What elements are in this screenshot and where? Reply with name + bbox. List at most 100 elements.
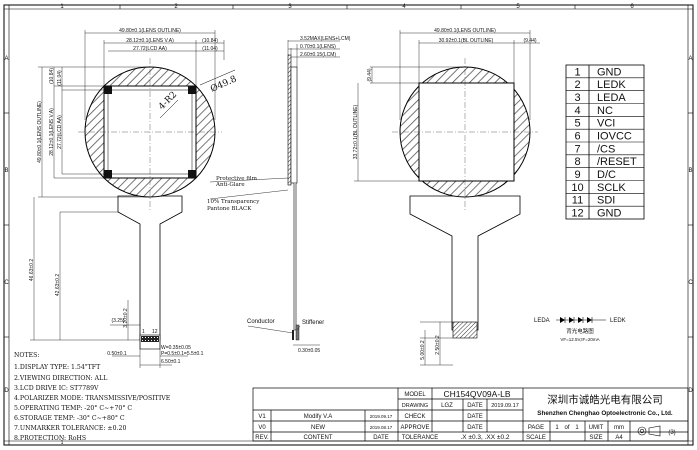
dim-fpc-width: 3.20±0.2 [123, 308, 129, 328]
row-label: B [4, 168, 8, 174]
corner-mark [188, 170, 196, 178]
side-view: 3.52MAX(LENS+LCM) 0.70±0.1(LENS) 2.60±0.… [207, 36, 351, 354]
dim-lens-va-height: 28.12±0.1(LENS V.A) [49, 108, 55, 156]
drawing-date: 2019.09.17 [491, 403, 519, 409]
tolerance-value: .X ±0.3, .XX ±0.2 [460, 434, 509, 441]
note-item: 8.PROTECTION: RoHS [14, 435, 86, 442]
row-label: D [688, 388, 693, 394]
dim-back-right-gap: (9.44) [523, 38, 536, 44]
dim-lcd-aa-height: 27.72(LCD AA) [57, 115, 63, 149]
drawing-label: DRAWING [402, 403, 428, 409]
label-transparency: 10% Transparency [207, 199, 260, 205]
side-lens [287, 54, 292, 186]
pin-signal-name: SCLK [597, 182, 626, 194]
pin-number: 7 [574, 143, 580, 155]
dim-lcd-aa-gap: (11.04) [202, 46, 218, 52]
back-view: 49.80±0.1(LENS OUTLINE) 30.92±0.1(BL OUT… [353, 28, 540, 366]
rev-row-2-date: 2019.08.17 [370, 425, 393, 430]
dim-bl-outline-height: 33.72±0.1(BL OUTLINE) [353, 104, 359, 159]
label-stiffener: Stiffener [302, 320, 324, 326]
note-item: 7.UNMARKER TOLERANCE: ±0.20 [14, 425, 126, 432]
side-conductor [292, 330, 294, 340]
col-label: 4 [402, 4, 406, 10]
pin-number: 6 [574, 131, 580, 143]
size-value: A4 [615, 435, 623, 441]
row-label: C [688, 280, 693, 286]
note-item: 2.VIEWING DIRECTION: ALL [14, 375, 107, 382]
side-stiffener [295, 324, 300, 341]
back-fpc-tail [409, 195, 521, 331]
dim-tail-a: 5.00±0.2 [420, 340, 426, 360]
pin-signal-name: GND [597, 208, 622, 220]
model-label: MODEL [404, 392, 426, 398]
approve-date-label: DATE [467, 425, 483, 431]
pin-number: 3 [574, 92, 580, 104]
dim-tail-b: 2.50±0.2 [435, 335, 441, 355]
page-value: 1 [555, 425, 559, 431]
dim-back-lens-outline-width: 49.80±0.1(LENS OUTLINE) [434, 28, 496, 34]
row-label: C [4, 280, 9, 286]
dim-fpc-thickness: 0.30±0.05 [298, 348, 320, 354]
page-total: 1 [575, 425, 579, 431]
pin-signal-name: IOVCC [597, 131, 632, 143]
notes-title: NOTES: [14, 352, 39, 359]
rev-row-2-rev: V0 [258, 425, 266, 431]
pin-signal-name: LEDA [597, 92, 626, 104]
size-label: SIZE [589, 435, 602, 441]
row-label: A [688, 56, 692, 62]
dim-lens-va-gap: (10.84) [202, 38, 218, 44]
col-label: 1 [61, 440, 64, 446]
approve-label: APPROVE [400, 425, 429, 431]
dim-pad-pitch: P=0.5±0.1=5.5±0.1 [161, 351, 204, 357]
backlight-ledk: LEDK [610, 318, 626, 324]
pin-signal-name: GND [597, 66, 622, 78]
pin-number: 10 [571, 182, 583, 194]
dim-pin-width: 0.50±0.1 [107, 351, 127, 357]
dim-lcd-aa-width: 27.72(LCD AA) [133, 46, 167, 52]
dim-lens-thickness: 0.70±0.1(LENS) [300, 44, 336, 50]
frame-labels: 1 2 3 4 5 6 1 A B C D A B C D [4, 4, 693, 446]
rev-row-1-date: 2019.09.17 [370, 414, 393, 419]
back-fpc-stiffener [452, 321, 478, 339]
dim-top-gap-outer: (10.84) [49, 68, 55, 84]
rev-row-1-content: Modify V.A [304, 414, 332, 420]
dim-fpc-length-2: 42.63±0.2 [55, 274, 61, 296]
pin-1-marker: 1 [142, 329, 145, 335]
pin-signal-name: /RESET [597, 156, 637, 168]
drawing-value: LGZ [441, 403, 453, 409]
note-item: 5.OPERATING TEMP: -20° C~+70° C [14, 405, 132, 412]
dim-pitch: (3.25) [111, 318, 124, 324]
check-date-label: DATE [467, 414, 483, 420]
model-value: CH154QV09A-LB [443, 389, 510, 399]
pin-number: 5 [574, 118, 580, 130]
content-header: CONTENT [304, 435, 333, 441]
label-anti-glare: Anti-Glare [215, 182, 245, 188]
dim-top-gap-inner: (11.04) [57, 70, 63, 86]
projection-label: (3) [668, 430, 675, 436]
row-label: B [688, 168, 692, 174]
pin-signal-name: NC [597, 105, 613, 117]
unit-value: mm [614, 425, 624, 431]
pin-number: 11 [572, 195, 583, 207]
note-item: 1.DISPLAY TYPE: 1.54"TFT [14, 364, 101, 371]
label-conductor: Conductor [247, 319, 275, 325]
rev-row-1-rev: V1 [258, 414, 266, 420]
company-name-cn: 深圳市诚皓光电有限公司 [547, 393, 663, 406]
fpc-contact-pads [141, 336, 159, 342]
diameter-label: Ø49.8 [209, 73, 239, 94]
side-fpc [293, 183, 297, 331]
pin-12-marker: 12 [152, 329, 158, 335]
page-of: of [564, 425, 569, 431]
label-protective-film: Protective film [216, 176, 258, 182]
corner-mark [188, 86, 196, 94]
pin-number: 4 [574, 105, 580, 117]
unit-label: UMIT [589, 425, 604, 431]
pin-number: 1 [574, 66, 580, 78]
pin-signal-name: VCI [597, 118, 615, 130]
dim-fpc-length: 46.63±0.2 [29, 259, 35, 281]
dim-lens-va-width: 28.12±0.1(LENS V.A) [126, 38, 174, 44]
row-label: A [4, 56, 8, 62]
col-label: 1 [60, 4, 64, 10]
pin-number: 12 [571, 208, 583, 220]
